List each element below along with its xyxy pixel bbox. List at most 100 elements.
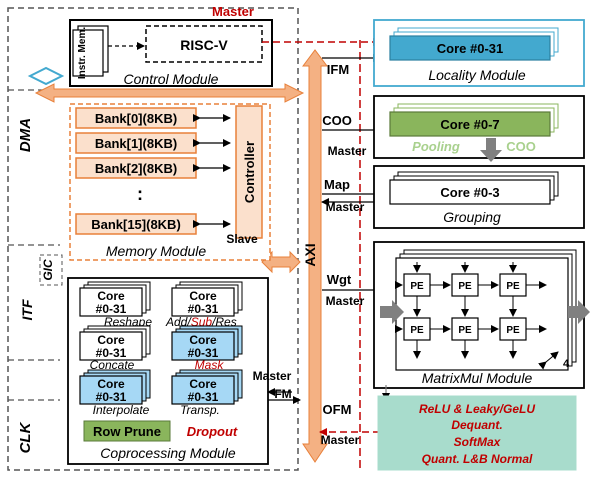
bank-ellipsis: : xyxy=(137,184,143,204)
interpolate-core-stack: Core #0-31 xyxy=(79,369,151,405)
pe-label: PE xyxy=(506,325,520,336)
memory-module-title: Memory Module xyxy=(106,243,207,259)
locality-core-label: Core #0-31 xyxy=(437,41,503,56)
activation-box xyxy=(377,395,577,471)
clk-label: CLK xyxy=(17,421,34,453)
activation-line-1: ReLU & Leaky/GeLU xyxy=(419,402,535,416)
transp-core-stack: Core #0-31 xyxy=(171,369,243,405)
gic-box xyxy=(39,254,63,286)
pe-cell: PE xyxy=(403,273,431,297)
matmul-out-arrow xyxy=(568,300,590,324)
core-range: #0-31 xyxy=(96,390,127,404)
dma-label: DMA xyxy=(17,118,34,152)
quant-normal-label: Quant. L&B Normal xyxy=(422,452,533,466)
interpolate-label: Interpolate xyxy=(93,403,150,417)
grouping-core-label: Core #0-3 xyxy=(440,185,499,200)
concate-label: Concate xyxy=(90,358,135,372)
master-3-label: Master xyxy=(326,294,365,308)
core-range: #0-31 xyxy=(188,346,219,360)
core-label: Core xyxy=(97,377,125,391)
ofm-label: OFM xyxy=(323,402,352,417)
map-label: Map xyxy=(324,177,350,192)
row-prune-box xyxy=(83,420,171,442)
core-range: #0-31 xyxy=(96,302,127,316)
dropout-label: Dropout xyxy=(187,424,238,439)
coo-label: COO xyxy=(506,139,536,154)
master-2-label: Master xyxy=(326,200,365,214)
depth-arrow xyxy=(538,351,559,370)
core-label: Core xyxy=(189,289,217,303)
pe-cell: PE xyxy=(403,317,431,341)
core-label: Core xyxy=(97,289,125,303)
core-label: Core xyxy=(189,333,217,347)
master-fm-label: Master xyxy=(253,369,292,383)
grouping-title: Grouping xyxy=(443,209,501,225)
controller-box xyxy=(235,105,263,239)
concate-core-stack: Core #0-31 xyxy=(79,325,151,361)
transp-label: Transp. xyxy=(180,403,220,417)
instr-mem-box xyxy=(72,29,104,77)
reshape-core-stack: Core #0-31 xyxy=(79,281,151,317)
bank-controller-arrows xyxy=(193,114,231,228)
control-module-title: Control Module xyxy=(124,71,219,87)
pe-count-label: 4 xyxy=(563,358,570,370)
bank-label: Bank[0](8KB) xyxy=(95,111,177,126)
controller-label: Controller xyxy=(242,141,257,203)
pe-label: PE xyxy=(506,281,520,292)
core-label: Core xyxy=(189,377,217,391)
master-top-label: Master xyxy=(212,4,254,19)
mask-label: Mask xyxy=(195,358,225,372)
coprocessing-module-title: Coprocessing Module xyxy=(100,445,236,461)
gray-down-arrow xyxy=(480,138,502,162)
bank-label: Bank[15](8KB) xyxy=(91,217,181,232)
matmul-title: MatrixMul Module xyxy=(422,370,533,386)
ifm-label: IFM xyxy=(327,62,349,77)
pooling-core-label: Core #0-7 xyxy=(440,117,499,132)
fm-label: FM xyxy=(274,387,291,401)
pe-label: PE xyxy=(410,281,424,292)
locality-module-title: Locality Module xyxy=(428,67,525,83)
locality-core-box xyxy=(389,35,551,61)
core-range: #0-31 xyxy=(188,302,219,316)
coo-bus-label: COO xyxy=(322,113,352,128)
pooling-label: Pooling xyxy=(412,139,460,154)
riscv-label: RISC-V xyxy=(180,37,228,53)
bank-1: Bank[1](8KB) xyxy=(75,132,197,154)
grouping-core-box xyxy=(389,179,551,205)
dma-diamond-icon xyxy=(27,66,65,86)
gelu-label: GeLU xyxy=(503,402,535,416)
slave-label: Slave xyxy=(226,232,258,246)
pe-cell: PE xyxy=(451,273,479,297)
bank-label: Bank[1](8KB) xyxy=(95,136,177,151)
gic-label: GIC xyxy=(41,259,55,281)
axi-bus xyxy=(302,49,328,463)
pe-grid: PE PE PE PE PE PE xyxy=(403,273,527,341)
bank-2: Bank[2](8KB) xyxy=(75,157,197,179)
dequant-label: Dequant. xyxy=(451,418,502,432)
master-1-label: Master xyxy=(328,144,367,158)
core-range: #0-31 xyxy=(96,346,127,360)
memory-axi-arrow xyxy=(261,250,301,274)
itf-label: ITF xyxy=(19,299,35,320)
softmax-label: SoftMax xyxy=(454,435,502,449)
pe-cell: PE xyxy=(499,317,527,341)
add-core-stack: Core #0-31 xyxy=(171,281,243,317)
soc-outline xyxy=(7,7,299,471)
instr-mem-label: Instr. Mem. xyxy=(77,27,88,79)
core-label: Core xyxy=(97,333,125,347)
pe-label: PE xyxy=(410,325,424,336)
dma-bus-arrow xyxy=(34,83,305,103)
pe-arrows xyxy=(395,262,547,359)
master-4-label: Master xyxy=(321,433,360,447)
pe-cell: PE xyxy=(451,317,479,341)
bank-15: Bank[15](8KB) xyxy=(75,213,197,235)
wgt-label: Wgt xyxy=(327,272,352,287)
mask-core-stack: Core #0-31 xyxy=(171,325,243,361)
axi-label: AXI xyxy=(302,243,318,266)
relu-leaky-label: ReLU & Leaky/ xyxy=(419,402,505,416)
pooling-core-box xyxy=(389,111,551,137)
pe-cell: PE xyxy=(499,273,527,297)
pe-label: PE xyxy=(458,325,472,336)
riscv-box xyxy=(145,25,263,63)
